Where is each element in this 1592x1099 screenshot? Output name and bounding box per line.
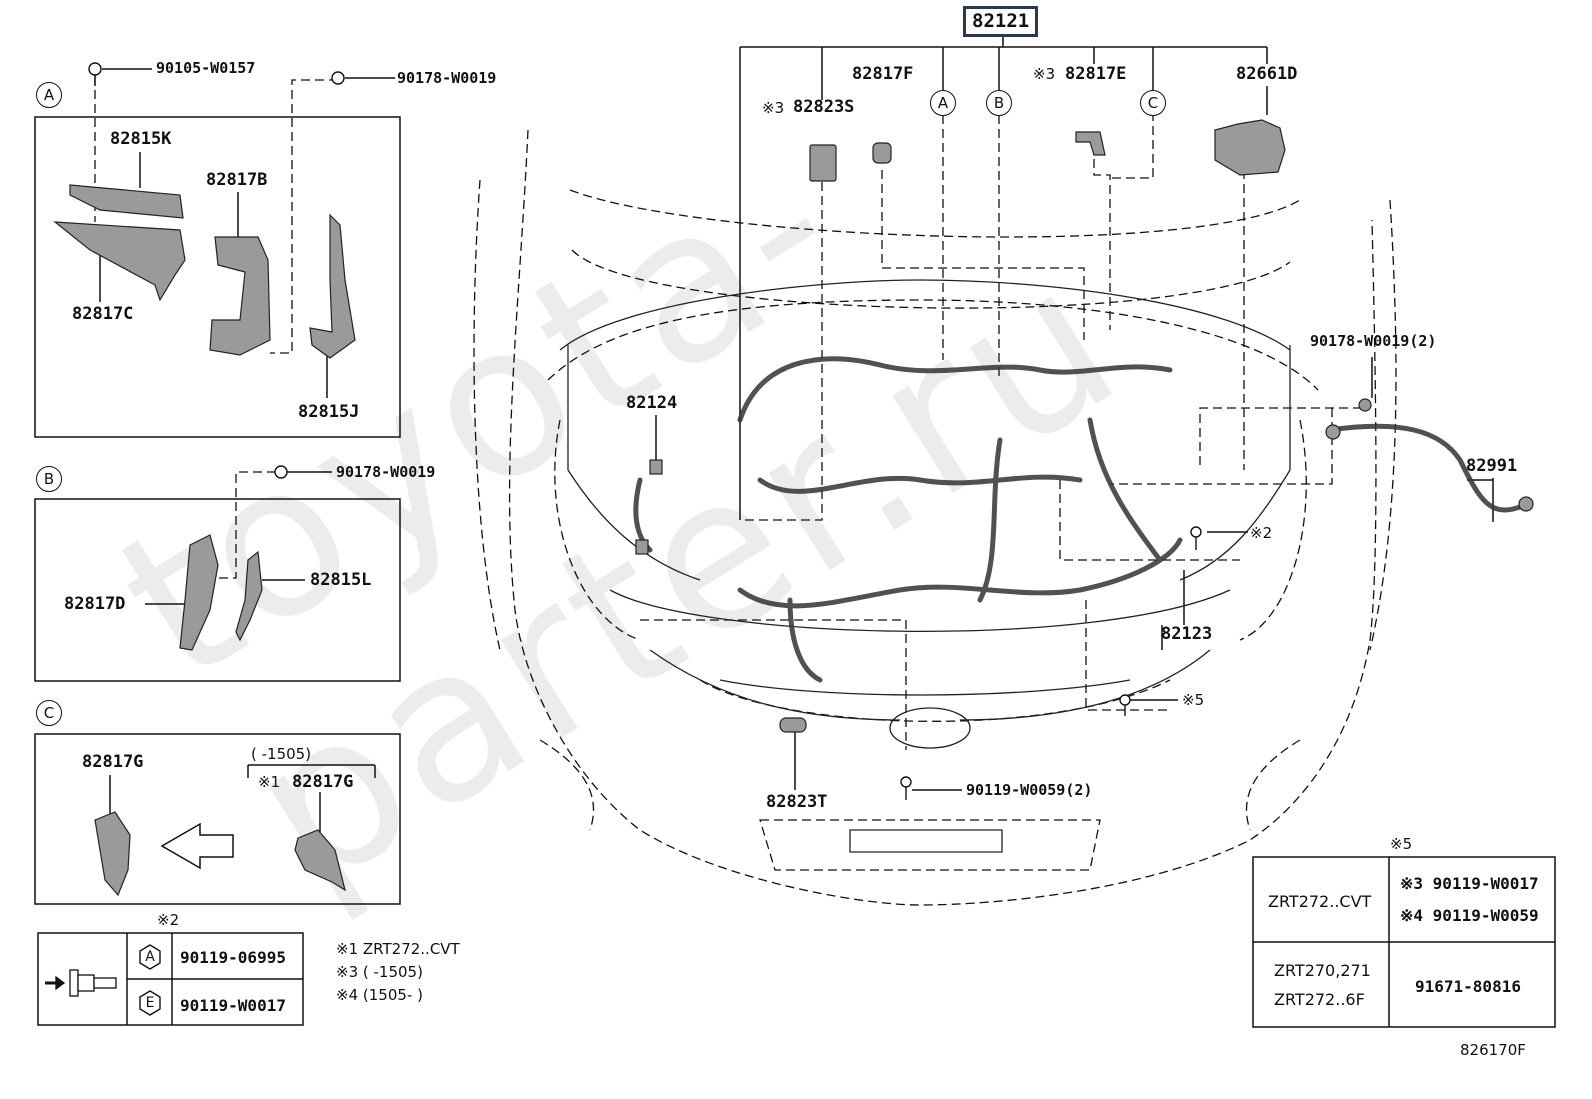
part-90119-w0059-2[interactable]: 90119-W0059(2) [966,781,1093,799]
panel-b-frame [34,498,401,682]
panel-a-letter: A [36,82,62,108]
part-82124[interactable]: 82124 [626,393,678,413]
part-82817f[interactable]: 82817F [852,64,914,84]
panel-c-frame [34,733,401,905]
marker-note-1: ※1 [258,773,281,791]
part-82815k[interactable]: 82815K [110,129,172,149]
part-82817e[interactable]: 82817E [1065,64,1127,84]
ref-b-marker: B [986,90,1012,116]
model-table-heading: ※5 [1390,835,1413,853]
bolt-part-a[interactable]: 90119-06995 [180,948,286,967]
bolt-part-e[interactable]: 90119-W0017 [180,996,286,1015]
part-82823s[interactable]: 82823S [793,97,855,117]
part-90178-w0019-2[interactable]: 90178-W0019(2) [1310,332,1437,350]
marker-note-3a: ※3 [1033,65,1056,83]
ref-a-marker: A [930,90,956,116]
bolt-grade-a-marker: A [145,949,155,965]
direction-arrow-icon [160,822,234,870]
panel-b-letter: B [36,466,62,492]
footnote-3: ※3 ( -1505) [336,963,423,981]
part-90178-w0019-a[interactable]: 90178-W0019 [397,69,497,87]
model-row-2-model-1: ZRT270,271 [1274,961,1371,980]
marker-note-5: ※5 [1182,691,1205,709]
marker-note-2: ※2 [1250,524,1273,542]
part-82815j[interactable]: 82815J [298,402,360,422]
part-90178-w0019-b[interactable]: 90178-W0019 [336,463,436,481]
panel-a-frame [34,116,401,438]
model-row-1-model: ZRT272..CVT [1268,892,1372,911]
diagram-code: 826170F [1460,1041,1526,1059]
ref-c-marker: C [1140,90,1166,116]
part-82817d[interactable]: 82817D [64,594,126,614]
bolt-grade-e-marker: E [145,995,155,1011]
part-82123[interactable]: 82123 [1161,624,1213,644]
part-90105-w0157[interactable]: 90105-W0157 [156,59,256,77]
part-82661d[interactable]: 82661D [1236,64,1298,84]
part-82817c[interactable]: 82817C [72,304,134,324]
range-note: ( -1505) [251,745,312,763]
part-82823t[interactable]: 82823T [766,792,828,812]
footnote-4: ※4 (1505- ) [336,986,423,1004]
model-row-2-model-2: ZRT272..6F [1274,990,1365,1009]
marker-note-3b: ※3 [762,99,785,117]
bolt-table-heading: ※2 [157,911,180,929]
part-82817g-b[interactable]: 82817G [292,772,354,792]
panel-c-letter: C [36,700,62,726]
model-row-1-part-1[interactable]: ※3 90119-W0017 [1400,874,1539,893]
part-82991[interactable]: 82991 [1466,456,1518,476]
model-row-1-part-2[interactable]: ※4 90119-W0059 [1400,906,1539,925]
footnote-1: ※1 ZRT272..CVT [336,940,460,958]
part-82815l[interactable]: 82815L [310,570,372,590]
model-row-2-part[interactable]: 91671-80816 [1415,977,1521,996]
part-82817b[interactable]: 82817B [206,170,268,190]
part-82817g-a[interactable]: 82817G [82,752,144,772]
main-part-number[interactable]: 82121 [963,6,1039,37]
